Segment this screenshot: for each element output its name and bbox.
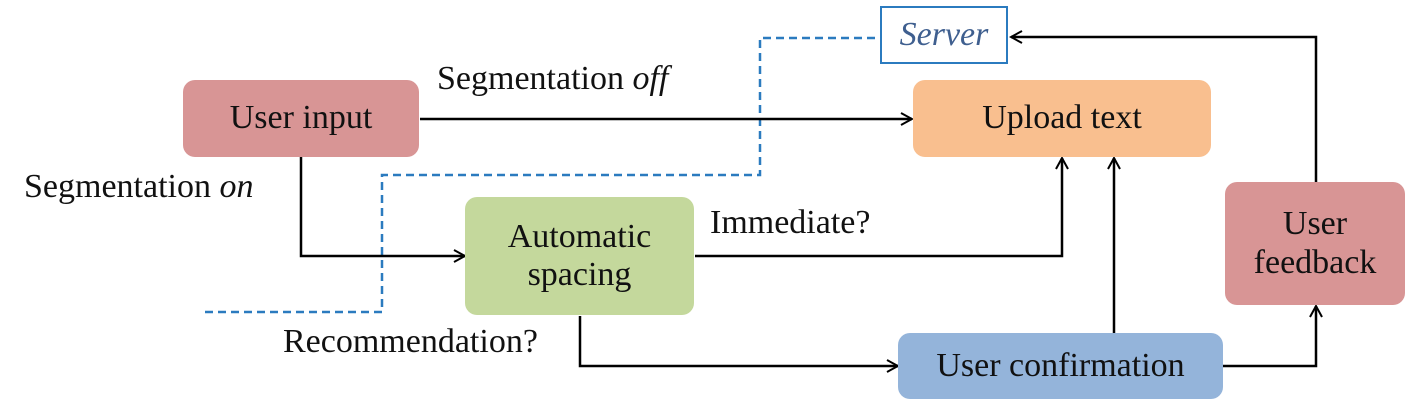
segmentation-on-text: Segmentation — [24, 168, 220, 205]
user-input-label: User input — [229, 99, 373, 137]
arrow-user-confirmation-to-user-feedback — [1223, 306, 1316, 368]
recommendation-text: Recommendation? — [283, 323, 538, 360]
segmentation-off-text: Segmentation — [437, 60, 633, 97]
arrow-automatic-spacing-to-upload-text — [695, 158, 1062, 258]
arrow-automatic-spacing-to-user-confirmation — [578, 316, 898, 366]
arrow-user-input-to-automatic-spacing — [299, 157, 465, 256]
recommendation-label: Recommendation? — [283, 323, 538, 361]
upload-text-label: Upload text — [982, 99, 1142, 137]
segmentation-off-label: Segmentation off — [437, 60, 668, 98]
automatic-spacing-label: Automatic spacing — [507, 217, 652, 293]
segmentation-off-italic: off — [632, 60, 669, 97]
arrow-user-feedback-to-server — [1011, 37, 1318, 182]
segmentation-on-italic: on — [219, 168, 254, 205]
server-label: Server — [899, 16, 989, 53]
user-confirmation-label: User confirmation — [936, 346, 1185, 384]
upload-text-node: Upload text — [913, 80, 1211, 157]
user-feedback-node: User feedback — [1225, 182, 1405, 305]
user-confirmation-node: User confirmation — [898, 333, 1223, 399]
dashed-boundary-line — [205, 36, 880, 314]
server-box: Server — [880, 6, 1008, 64]
immediate-label: Immediate? — [710, 204, 870, 242]
automatic-spacing-node: Automatic spacing — [465, 197, 694, 315]
user-input-node: User input — [183, 80, 419, 157]
user-feedback-label: User feedback — [1253, 205, 1377, 281]
immediate-text: Immediate? — [710, 204, 871, 241]
segmentation-on-label: Segmentation on — [24, 168, 253, 206]
